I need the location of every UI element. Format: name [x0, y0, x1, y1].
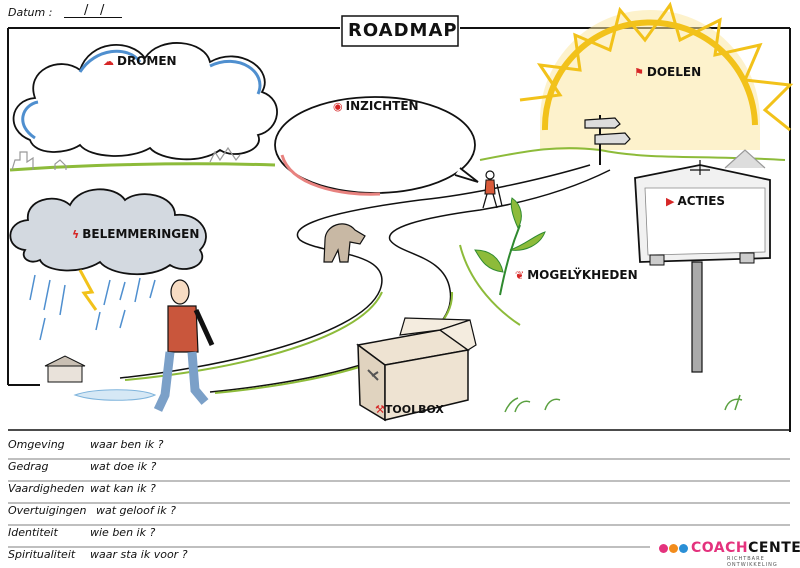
- sprout-icon: ❦: [515, 269, 525, 282]
- ruled-lines: [8, 458, 790, 548]
- hammer-icon: ⚒: [375, 403, 385, 416]
- label-doelen: ⚑DOELEN: [634, 65, 702, 79]
- dromen-cloud: [12, 42, 278, 161]
- inzichten-bubble: [274, 96, 479, 196]
- row-gedrag[interactable]: Gedrag wat doe ik ?: [8, 460, 157, 473]
- date-separator: /: [84, 3, 89, 18]
- brand-dot-blue: [679, 544, 688, 553]
- acties-billboard: [634, 160, 771, 373]
- label-inzichten: ◉INZICHTEN: [333, 99, 419, 113]
- play-icon: ▶: [666, 195, 675, 208]
- label-acties: ▶ACTIES: [666, 194, 726, 208]
- lightning-icon: ϟ: [72, 228, 80, 241]
- row-overtuigingen[interactable]: Overtuigingen wat geloof ik ?: [8, 504, 176, 517]
- sun: [519, 1, 794, 150]
- sprout: [474, 197, 546, 296]
- date-separator: /: [100, 3, 105, 18]
- date-label: Datum :: [8, 6, 53, 19]
- date-field[interactable]: [64, 17, 122, 18]
- walking-man: [153, 279, 215, 412]
- row-spiritualiteit[interactable]: Spiritualiteit waar sta ik voor ?: [8, 548, 188, 561]
- signpost: [584, 115, 631, 165]
- label-mogelijkheden: ❦MOGELŸKHEDEN: [515, 268, 638, 282]
- flag-icon: ⚑: [634, 66, 644, 79]
- hiker-figure: [482, 170, 503, 209]
- belemmeringen-cloud: [9, 188, 207, 341]
- toolbox-box: [356, 317, 477, 422]
- label-dromen: ☁DROMEN: [103, 54, 177, 68]
- cloud-icon: ☁: [103, 55, 114, 68]
- brand-tagline: RICHTBARE ONTWIKKELING: [727, 556, 778, 568]
- brand-dot-pink: [659, 544, 668, 553]
- row-vaardigheden[interactable]: Vaardigheden wat kan ik ?: [8, 482, 156, 495]
- row-identiteit[interactable]: Identiteit wie ben ik ?: [8, 526, 156, 539]
- page-title: ROADMAP: [348, 20, 458, 41]
- bear: [323, 223, 366, 263]
- horizon: [9, 146, 786, 172]
- small-house: [44, 355, 86, 383]
- brand-dot-orange: [669, 544, 678, 553]
- row-omgeving[interactable]: Omgeving waar ben ik ?: [8, 438, 164, 451]
- eye-icon: ◉: [333, 100, 343, 113]
- label-toolbox: ⚒TOOLBOX: [375, 403, 444, 416]
